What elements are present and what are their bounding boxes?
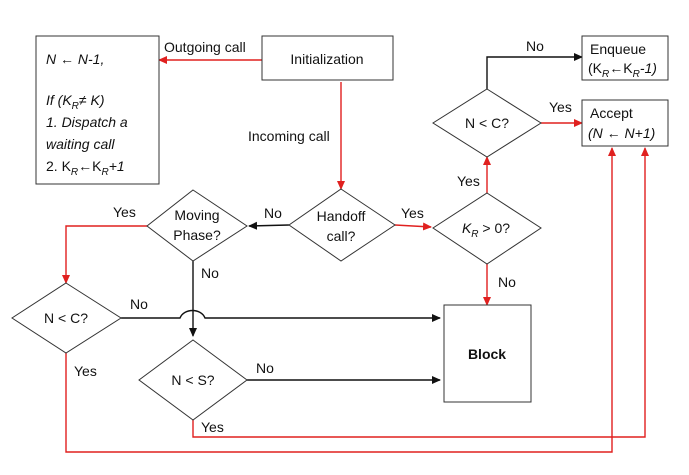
outgoing-call-box bbox=[35, 35, 160, 185]
label-no-left: No bbox=[130, 296, 148, 312]
enqueue-line1: Enqueue bbox=[590, 41, 646, 57]
accept-line2: (N ← N+1) bbox=[588, 125, 655, 141]
enqueue-line2-a: (K bbox=[588, 60, 603, 76]
ns-label: N < S? bbox=[171, 372, 214, 388]
accept-line1: Accept bbox=[590, 105, 633, 121]
label-yes-moving: Yes bbox=[113, 204, 136, 220]
nc-top-decision bbox=[432, 88, 542, 158]
edge-handoff-no bbox=[248, 221, 290, 230]
outgoing-line5-a: 2. K bbox=[46, 158, 72, 174]
enqueue-line2-sub1: R bbox=[602, 69, 609, 80]
kr-decision bbox=[432, 192, 542, 265]
nc-left-label: N < C? bbox=[44, 310, 88, 326]
label-incoming: Incoming call bbox=[248, 128, 330, 144]
handoff-decision bbox=[288, 188, 396, 262]
ns-decision bbox=[138, 339, 248, 421]
moving-line1: Moving bbox=[174, 207, 219, 223]
outgoing-line5-sub2: R bbox=[101, 167, 108, 178]
label-yes-left: Yes bbox=[74, 363, 97, 379]
label-no-top: No bbox=[526, 38, 544, 54]
moving-line2: Phase? bbox=[173, 227, 221, 243]
outgoing-line2: If (KR≠ K) bbox=[46, 92, 104, 112]
kr-b: > 0? bbox=[479, 220, 511, 236]
label-yes-ns: Yes bbox=[201, 419, 224, 435]
kr-label: KR > 0? bbox=[462, 220, 510, 240]
label-yes-kr: Yes bbox=[457, 173, 480, 189]
label-yes-accept: Yes bbox=[549, 99, 572, 115]
edge-handoff-yes bbox=[394, 222, 432, 231]
accept-box bbox=[581, 99, 669, 147]
edge-nc-left-no bbox=[121, 309, 441, 322]
enqueue-line2: (KR←KR-1) bbox=[588, 60, 657, 80]
edge-nc-left-yes bbox=[65, 147, 616, 453]
moving-phase-decision bbox=[146, 189, 248, 262]
outgoing-line5-b: ←K bbox=[78, 158, 102, 174]
initialization-label: Initialization bbox=[290, 51, 363, 67]
kr-sub: R bbox=[471, 229, 478, 240]
edge-nc-top-no bbox=[486, 53, 583, 89]
outgoing-line3: 1. Dispatch a bbox=[46, 114, 128, 130]
block-box bbox=[443, 304, 532, 403]
outgoing-line2-a: If (K bbox=[46, 92, 72, 108]
label-no-moving: No bbox=[201, 265, 219, 281]
edge-ns-yes bbox=[192, 147, 649, 438]
outgoing-line5-c: +1 bbox=[109, 158, 125, 174]
outgoing-line5-sub1: R bbox=[71, 167, 78, 178]
handoff-line1: Handoff bbox=[317, 208, 366, 224]
outgoing-line5: 2. KR←KR+1 bbox=[46, 158, 125, 178]
handoff-line2: call? bbox=[327, 228, 356, 244]
kr-a: K bbox=[462, 220, 472, 236]
label-outgoing: Outgoing call bbox=[164, 39, 246, 55]
outgoing-line2-tail: ≠ K) bbox=[79, 92, 105, 108]
initialization-box bbox=[261, 35, 394, 81]
label-no-handoff: No bbox=[264, 205, 282, 221]
edge-moving-yes bbox=[62, 225, 147, 284]
enqueue-box bbox=[581, 35, 669, 81]
block-label: Block bbox=[468, 346, 506, 362]
outgoing-line1: N ← N-1, bbox=[46, 51, 104, 67]
outgoing-line2-sub: R bbox=[72, 101, 79, 112]
nc-left-decision bbox=[11, 282, 122, 354]
label-yes-handoff: Yes bbox=[401, 205, 424, 221]
outgoing-line4: waiting call bbox=[46, 136, 115, 152]
label-no-ns: No bbox=[256, 360, 274, 376]
label-no-kr: No bbox=[498, 274, 516, 290]
nc-top-label: N < C? bbox=[465, 115, 509, 131]
enqueue-line2-sub2: R bbox=[633, 69, 640, 80]
enqueue-line2-b: ←K bbox=[609, 60, 633, 76]
enqueue-line2-c: -1) bbox=[640, 60, 657, 76]
